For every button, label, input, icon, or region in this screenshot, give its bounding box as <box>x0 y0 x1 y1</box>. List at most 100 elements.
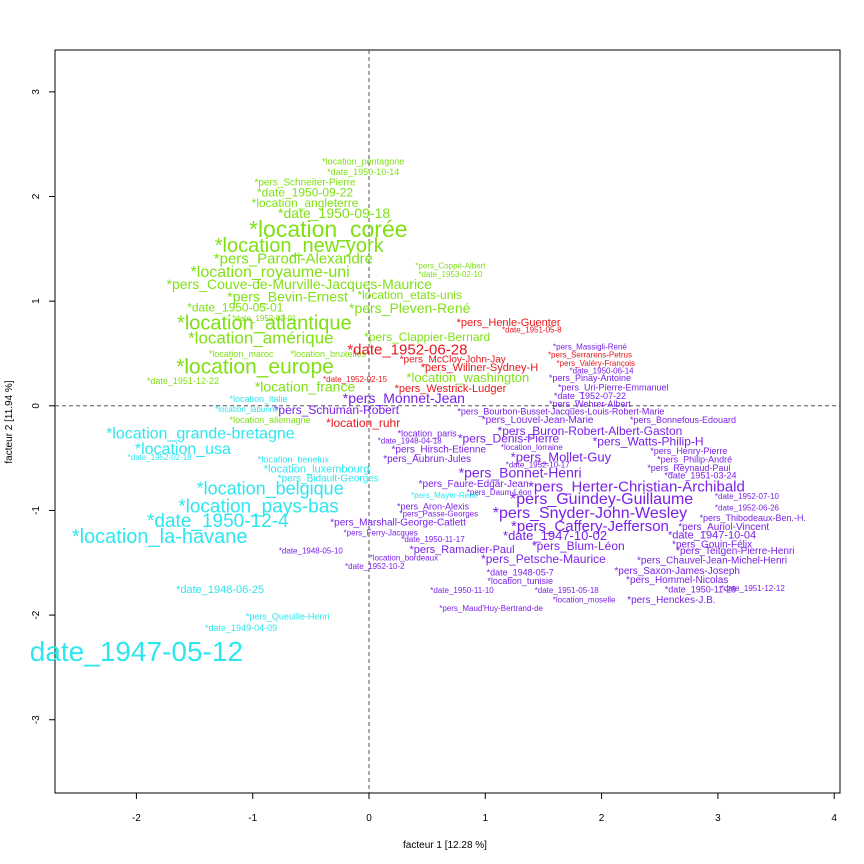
point-label: *pers_Philip-André <box>657 455 732 465</box>
point-label: *date_1950-12-4 <box>147 511 289 532</box>
point-label: *date_1951-05-18 <box>535 586 600 595</box>
point-label: *location_italie <box>229 394 287 404</box>
point-label: *pers_Coppé-Albert <box>415 262 486 271</box>
x-tick-label: -1 <box>248 813 257 824</box>
point-label: *date_1951-12-22 <box>147 376 219 386</box>
point-label: *pers_Passe-Georges <box>399 510 478 519</box>
point-label: date_1947-05-12 <box>30 636 243 667</box>
point-label: *pers_Bonnet-Henri <box>459 465 582 481</box>
point-label: *pers_Queuille-Henri <box>246 612 330 622</box>
point-label: *location_maroc <box>209 349 274 359</box>
point-label: *pers_Blum-Léon <box>532 539 625 553</box>
point-label: *pers_McCloy-John-Jay <box>400 354 506 365</box>
point-label: *date_1952-10-2 <box>345 562 405 571</box>
point-label: *pers_Auriol-Vincent <box>678 522 769 533</box>
point-label: *location_belgique <box>197 478 344 499</box>
point-label: *location_amérique <box>188 328 334 347</box>
point-label: *date_1952-07-10 <box>715 492 780 501</box>
point-label: *location_washington <box>406 370 529 385</box>
point-label: *date_1950-06-14 <box>570 366 635 375</box>
point-label: *pers_Ramadier-Paul <box>409 544 514 556</box>
point-label: *date_1950-11-28 <box>665 584 736 594</box>
point-label: *pers_Watts-Philip-H <box>593 435 704 449</box>
point-label: *pers_Serrarens-Petrus <box>548 351 632 360</box>
point-label: *pers_Saxon-James-Joseph <box>614 566 740 577</box>
point-label: *date_1952-02-18 <box>128 453 193 462</box>
point-label: *location_lorraine <box>501 443 563 452</box>
point-label: *pers_Thibodeaux-Ben.-H. <box>699 513 806 523</box>
point-label: *pers_Ferry-Jacques <box>344 529 418 538</box>
point-label: *pers_Aubrun-Jules <box>383 454 471 465</box>
point-label: *date_1948-05-10 <box>279 546 344 555</box>
point-label: *location_benelux <box>258 455 330 465</box>
point-label: *date_1952-02-15 <box>323 375 388 384</box>
point-label: *date_1951-05-8 <box>502 326 562 335</box>
point-label: *pers_Guindey-Guillaume <box>510 491 693 508</box>
point-label: *pers_Bevin-Ernest <box>227 289 348 305</box>
y-tick-label: -1 <box>31 506 42 515</box>
point-label: *pers_Westrick-Ludger <box>395 383 507 395</box>
point-label: *pers_Schneiter-Pierre <box>254 178 356 189</box>
y-axis-label: facteur 2 [11.94 %] <box>4 380 15 463</box>
point-label: *pers_Pinay-Antoine <box>549 373 631 383</box>
point-label: *date_1952-10-17 <box>506 461 571 470</box>
point-label: *pers_Caffery-Jefferson <box>511 518 669 535</box>
point-label: *date_1950-11-17 <box>401 535 465 544</box>
point-label: *pers_Parodi-Alexandre <box>214 250 373 267</box>
point-label: *date_1950-09-18 <box>278 205 390 221</box>
point-label: *location_etats-unis <box>357 288 462 302</box>
point-label: *location_paris <box>398 428 458 438</box>
point-label: *date_1952-02-01 <box>232 314 297 323</box>
point-label: *pers_Daum-Léon <box>467 488 532 497</box>
point-label: *location_ruhr <box>326 416 400 430</box>
point-label: *location_la-havane <box>72 526 248 548</box>
point-label: *date_1948-04-18 <box>378 436 443 445</box>
point-label: *location_bruxelles <box>291 349 367 359</box>
point-label: *pers_Mollet-Guy <box>511 450 612 465</box>
point-label: *location_atlantique <box>177 312 352 334</box>
reference-lines <box>55 50 840 793</box>
point-label: *pers_Henle-Guenter <box>457 317 561 329</box>
point-label: *pers_Clappier-Bernard <box>364 330 490 344</box>
y-tick-label: 3 <box>31 89 42 95</box>
point-label: *location_labunne <box>215 405 279 414</box>
x-tick-label: 4 <box>831 813 837 824</box>
point-label: *location_france <box>255 379 356 395</box>
point-label: *pers_Teitgen-Pierre-Henri <box>676 546 794 557</box>
point-label: *pers_Maud'Huy-Bertrand-de <box>439 604 543 613</box>
y-tick-label: 1 <box>31 298 42 304</box>
x-tick-label: -2 <box>132 813 141 824</box>
point-label: *date_1953-02-10 <box>418 270 483 279</box>
point-label: *location_moselle <box>553 596 616 605</box>
point-label: *location_pentagone <box>322 156 404 166</box>
point-label: *pers_Gouin-Félix <box>672 540 752 551</box>
point-label: *pers_Faure-Edgar-Jean <box>419 479 529 490</box>
point-label: *date_1952-06-26 <box>715 503 780 512</box>
point-label: *date_1949-04-09 <box>205 623 277 633</box>
point-label: *date_1950-09-22 <box>257 186 353 200</box>
point-label: *date_1950-11-10 <box>430 586 494 595</box>
point-label: *date_1947-10-02 <box>503 528 607 543</box>
point-label: *pers_Valéry-François <box>557 359 636 368</box>
point-label: *pers_Denis-Pierre <box>458 431 560 445</box>
point-label: *location_angleterre <box>252 196 359 210</box>
point-label: *pers_Petsche-Maurice <box>481 552 606 566</box>
point-label: *date_1951-03-24 <box>664 470 736 480</box>
point-label: *pers_Henckes-J.B. <box>627 595 715 606</box>
y-tick-label: -2 <box>31 610 42 619</box>
point-label: *pers_Chauvel-Jean-Michel-Henri <box>637 555 787 566</box>
point-label: *location_tunisie <box>487 576 553 586</box>
point-label: *date_1947-10-04 <box>668 529 756 541</box>
point-label: *location_bordeaux <box>370 554 439 563</box>
point-label: *pers_Louvel-Jean-Marie <box>482 415 594 426</box>
point-label: *location_pays-bas <box>178 496 339 517</box>
x-tick-label: 2 <box>599 813 605 824</box>
point-label: *date_1952-07-22 <box>554 391 626 401</box>
point-label: *pers_Wehrer-Albert <box>549 399 631 409</box>
x-axis-label: facteur 1 [12.28 %] <box>403 840 487 851</box>
point-label: *pers_Henry-Pierre <box>650 446 727 456</box>
point-label: *pers_Uri-Pierre-Emmanuel <box>558 382 669 392</box>
x-tick-label: 1 <box>483 813 489 824</box>
point-label: *pers_Hirsch-Etienne <box>392 444 487 455</box>
